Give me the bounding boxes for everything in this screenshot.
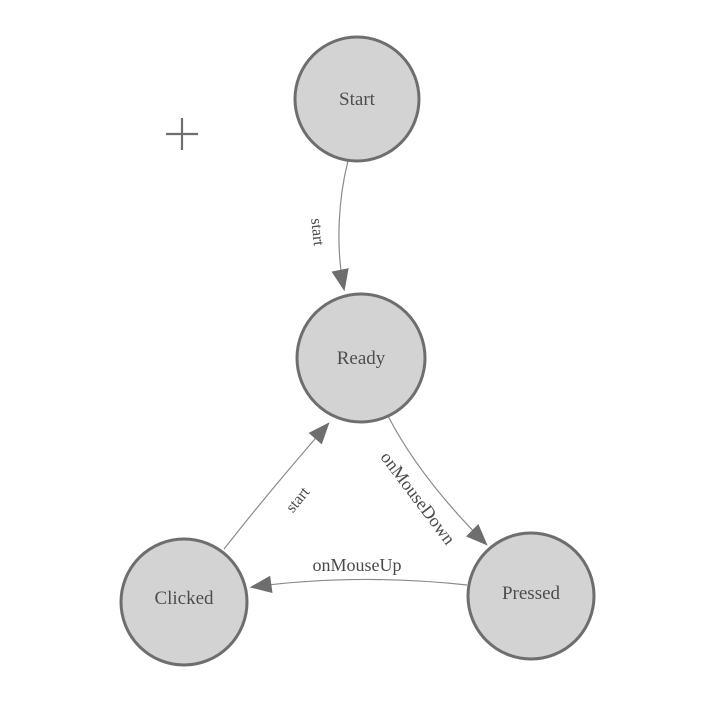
- transition-edge-ready-to-pressed: onMouseDown: [377, 415, 486, 549]
- transition-label: onMouseUp: [313, 555, 402, 575]
- edge-line: [252, 579, 468, 587]
- state-label: Pressed: [502, 583, 561, 604]
- transition-edge-clicked-to-ready: start: [223, 424, 328, 550]
- state-label: Clicked: [154, 588, 214, 609]
- state-circle[interactable]: [293, 35, 421, 163]
- transition-label: onMouseDown: [377, 448, 460, 549]
- state-circle[interactable]: [119, 537, 249, 667]
- state-circle[interactable]: [295, 292, 427, 424]
- transition-edge-pressed-to-clicked: onMouseUp: [252, 555, 468, 587]
- state-node-start[interactable]: Start: [293, 35, 421, 163]
- edge-line: [387, 415, 486, 544]
- state-label-circle[interactable]: [466, 531, 596, 661]
- edge-line: [223, 424, 328, 550]
- transition-label: start: [283, 484, 314, 517]
- transition-edge-start-to-ready: start: [307, 160, 348, 289]
- transition-label: start: [307, 217, 327, 247]
- state-node-clicked[interactable]: Clicked: [119, 537, 249, 667]
- state-label: Ready: [337, 348, 386, 369]
- state-node-pressed[interactable]: Pressed: [466, 531, 596, 661]
- state-label: Start: [339, 89, 376, 110]
- state-node-ready[interactable]: Ready: [295, 292, 427, 424]
- crosshair-plus-icon: [166, 118, 198, 150]
- edge-line: [339, 160, 348, 289]
